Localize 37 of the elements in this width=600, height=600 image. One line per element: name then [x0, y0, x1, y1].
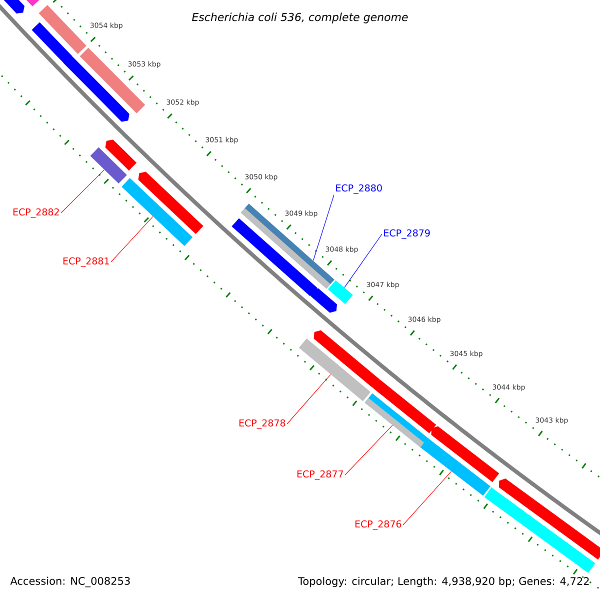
gene-bar: [64, 55, 130, 122]
gene-bar: [38, 4, 86, 54]
title: Escherichia coli 536, complete genome: [192, 12, 408, 24]
leader-line: [286, 374, 331, 424]
gene-bar: [420, 438, 490, 496]
gene-bar: [25, 0, 42, 6]
gene-label: ECP_2877: [297, 470, 343, 480]
gene-bar: [314, 330, 380, 388]
leader-line: [110, 216, 154, 262]
gene-bar: [138, 172, 204, 234]
gene-bar: [431, 426, 500, 482]
leader-line: [312, 194, 334, 261]
gene-bar: [232, 218, 318, 296]
gene-label: ECP_2881: [63, 257, 109, 267]
gene-bar: [105, 140, 137, 171]
gene-bar: [372, 379, 436, 434]
gene-bar: [80, 48, 146, 114]
footer-text: Topology: circular; Length: 4,938,920 bp; Genes: 4,722: [298, 576, 589, 588]
gene-bar: [32, 22, 72, 64]
gene-label: ECP_2880: [336, 184, 382, 194]
gene-bar: [298, 338, 371, 402]
gene-bar: [122, 178, 193, 246]
leader-line: [344, 234, 382, 288]
gene-bar: [328, 280, 353, 304]
gene-bar: [498, 478, 600, 560]
gene-label: ECP_2882: [13, 208, 59, 218]
footer-text: Accession: NC_008253: [10, 576, 130, 588]
gene-label: ECP_2879: [384, 229, 430, 239]
gene-label: ECP_2878: [239, 419, 286, 429]
gene-bar: [90, 147, 127, 184]
leader-line: [402, 471, 452, 526]
leader-line: [344, 424, 393, 476]
gene-bar: [2, 0, 24, 14]
gene-bar: [310, 288, 337, 313]
leader-line: [60, 170, 105, 214]
gene-label: ECP_2876: [355, 520, 402, 530]
gene-bar: [484, 487, 596, 573]
